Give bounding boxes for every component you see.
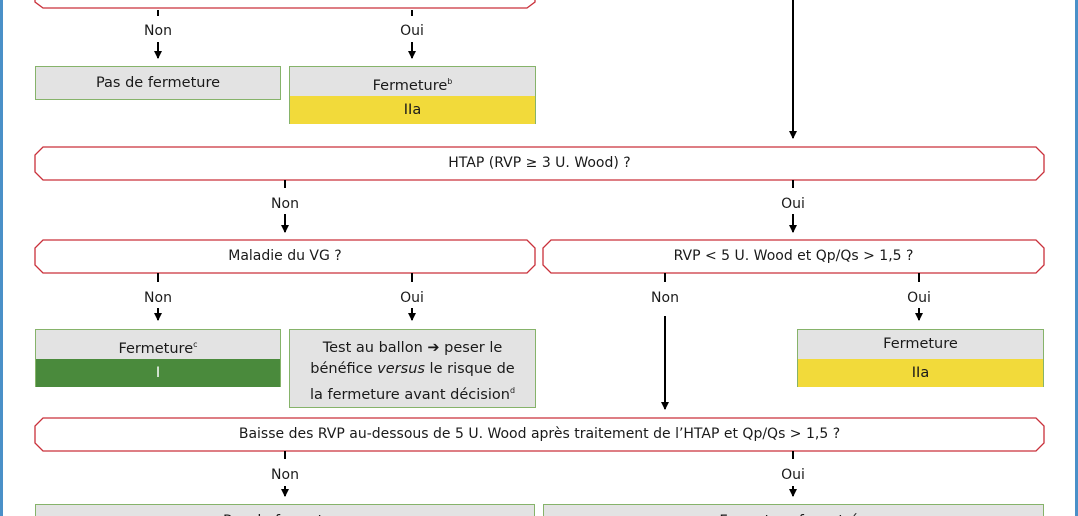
question-box-top-partial	[34, 0, 536, 9]
result-line-2: bénéfice versus le risque de	[310, 361, 515, 377]
flowchart-connectors	[34, 0, 1045, 497]
result-label: Pas de fermeture	[95, 75, 221, 91]
result-line-1: Test au ballon ➔ peser le	[322, 340, 503, 356]
label-oui-baisse: Oui	[781, 467, 805, 483]
question-maladie-vg: Maladie du VG ?	[228, 248, 342, 264]
result-label: Pas de fermeture	[36, 505, 534, 516]
result-test-au-ballon: Test au ballon ➔ peser le bénéfice versu…	[289, 329, 536, 408]
label-oui-vg: Oui	[400, 290, 424, 306]
recommendation-class-iia: IIa	[290, 96, 535, 124]
result-label: Fermeture	[883, 336, 958, 352]
result-label: Fermeturec	[118, 340, 198, 357]
label-non-rvp: Non	[651, 290, 679, 306]
question-box-maladie-vg	[34, 239, 536, 274]
label-oui-top: Oui	[400, 23, 424, 39]
question-box-rvp	[542, 239, 1045, 274]
result-label: Fermetureb	[372, 77, 453, 94]
label-non-vg: Non	[144, 290, 172, 306]
question-rvp-qpqs: RVP < 5 U. Wood et Qp/Qs > 1,5 ?	[673, 248, 914, 264]
result-fermeture-c: Fermeturec I	[35, 329, 281, 387]
recommendation-class-iia: IIa	[798, 359, 1043, 387]
question-htap: HTAP (RVP ≥ 3 U. Wood) ?	[448, 155, 631, 171]
label-non-htap: Non	[271, 196, 299, 212]
result-label: Fermeture fenestrée	[544, 505, 1043, 516]
result-fermeture-right: Fermeture IIa	[797, 329, 1044, 387]
result-pas-de-fermeture-top: Pas de fermeture	[35, 66, 281, 100]
recommendation-class-i: I	[36, 359, 280, 387]
question-baisse-rvp: Baisse des RVP au-dessous de 5 U. Wood a…	[238, 426, 841, 442]
label-non-baisse: Non	[271, 467, 299, 483]
label-oui-rvp: Oui	[907, 290, 931, 306]
question-box-htap	[34, 146, 1045, 181]
question-box-baisse-rvp	[34, 417, 1045, 452]
label-oui-htap: Oui	[781, 196, 805, 212]
result-fermeture-b: Fermetureb IIa	[289, 66, 536, 124]
result-pas-de-fermeture-bottom: Pas de fermeture	[35, 504, 535, 516]
result-fermeture-fenestree: Fermeture fenestrée	[543, 504, 1044, 516]
result-line-3: la fermeture avant décisiond	[309, 386, 516, 403]
label-non-top: Non	[144, 23, 172, 39]
